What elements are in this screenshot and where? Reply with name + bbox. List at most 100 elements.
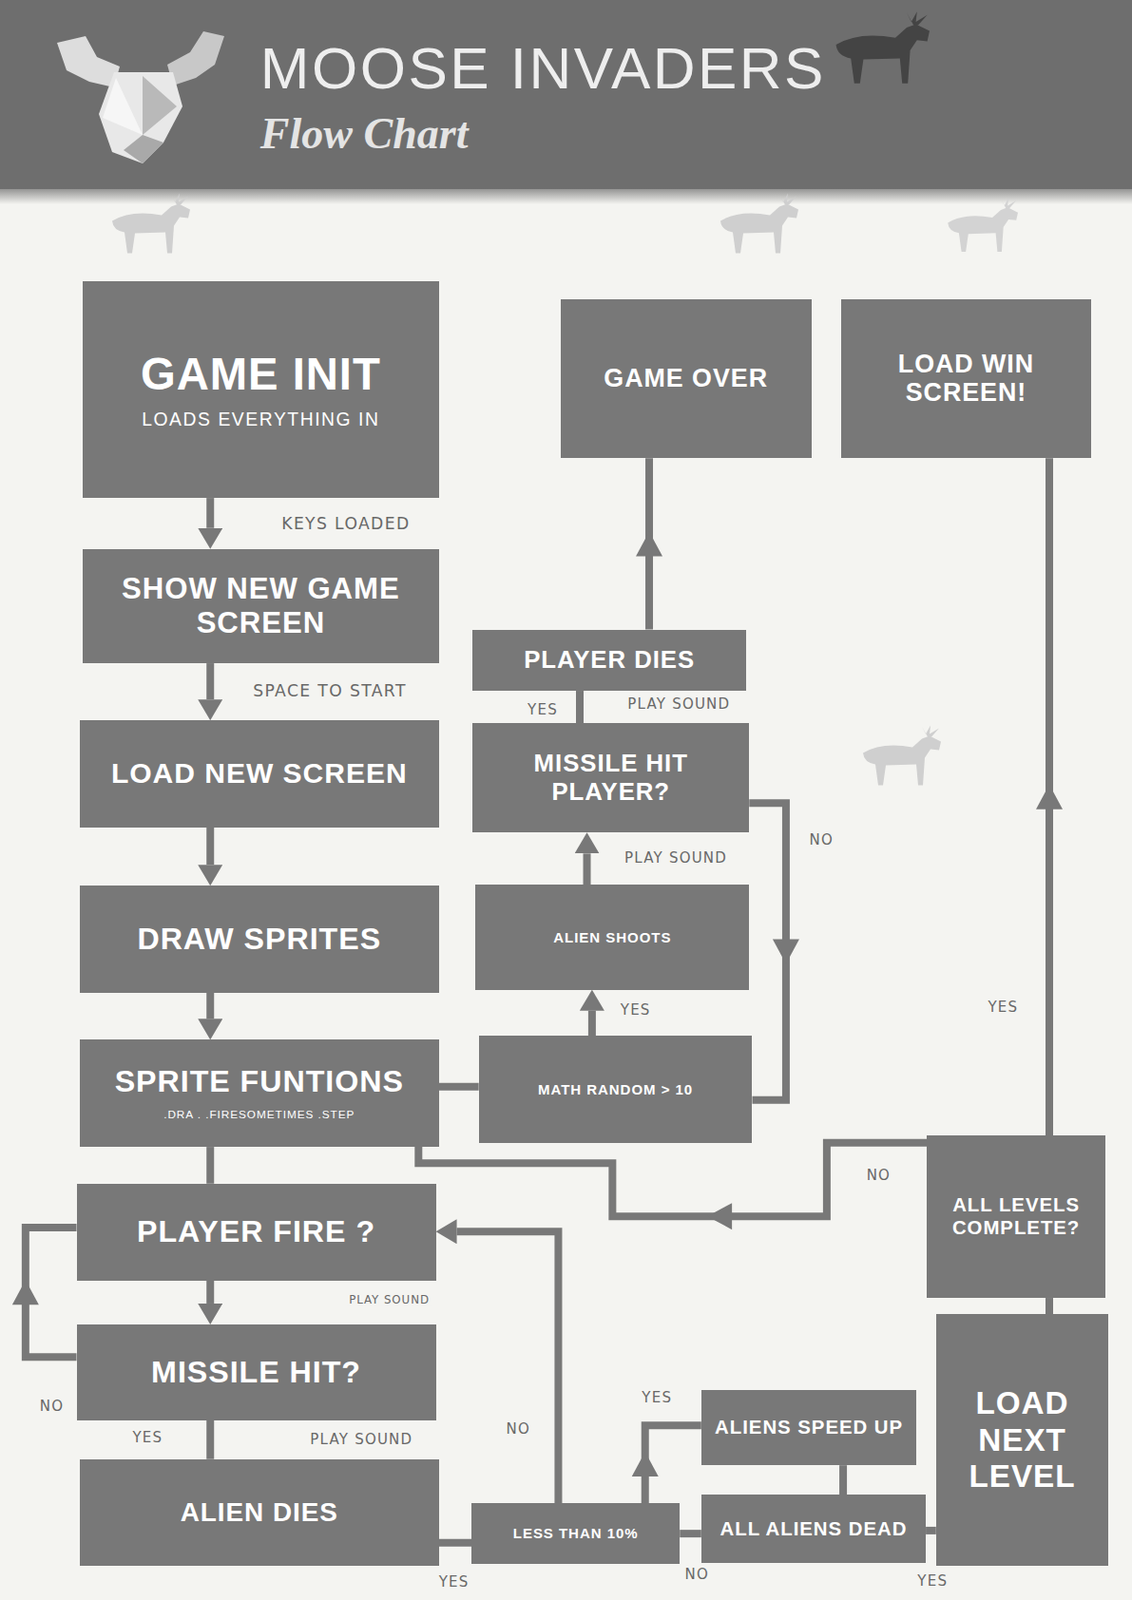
edge-label: YES [437, 1573, 472, 1592]
edge-label: NO [504, 1420, 533, 1439]
edge-label: YES [525, 701, 560, 719]
process-box: SHOW NEW GAME SCREEN [82, 549, 440, 664]
node-title: PLAYER DIES [523, 646, 695, 675]
moose-logo [57, 31, 225, 164]
header-band [0, 0, 1132, 190]
flow-connector [679, 1530, 702, 1538]
logo-antler [167, 31, 225, 86]
connector-group [210, 1420, 212, 1460]
node-title: LESS THAN 10% [513, 1525, 639, 1542]
connector-group [210, 1281, 212, 1305]
edge-label: YES [618, 1001, 653, 1019]
end-box: LOAD WIN SCREEN! [841, 299, 1092, 460]
edge-label: YES [915, 1573, 950, 1591]
node-title: GAME INIT [140, 348, 382, 401]
connector-group [925, 1530, 937, 1532]
connector-group [210, 1147, 212, 1185]
process-box: ALIEN DIES [79, 1459, 440, 1568]
flow-connector [418, 1143, 927, 1217]
connector-group [591, 1011, 593, 1037]
decision-box: ALL ALIENS DEAD [701, 1495, 926, 1564]
flow-connector [206, 993, 214, 1019]
decision-box: MATH RANDOM > 10 [479, 1036, 753, 1144]
decision-box: MISSILE HIT PLAYER? [472, 723, 749, 833]
moose-silhouette [720, 193, 799, 254]
decision-box: LESS THAN 10% [471, 1503, 680, 1565]
flow-connector [457, 1231, 559, 1504]
edge-label: PLAY SOUND [622, 849, 730, 867]
node-title: MISSILE HIT? [151, 1355, 362, 1391]
node-title: ALL LEVELS COMPLETE? [936, 1194, 1096, 1240]
edge-label: YES [639, 1389, 674, 1407]
node-title: ALIENS SPEED UP [714, 1417, 903, 1439]
flow-connector [206, 1147, 214, 1185]
process-box: ALIEN SHOOTS [475, 884, 749, 991]
connector-group [439, 1542, 472, 1544]
connector-group [210, 827, 212, 865]
connector-group [418, 1143, 927, 1230]
flow-connector [25, 1227, 77, 1358]
moose-silhouette [947, 197, 1018, 252]
connector-group [210, 663, 212, 700]
flow-connector [206, 498, 214, 529]
process-box: ALIENS SPEED UP [701, 1390, 918, 1466]
connector-group [210, 498, 212, 529]
arrowhead [12, 1280, 39, 1305]
decision-box: MISSILE HIT? [76, 1324, 437, 1421]
arrowhead [635, 531, 663, 557]
arrowhead [1036, 785, 1063, 810]
logo-antler [57, 36, 120, 88]
connector-group [679, 1534, 702, 1535]
edge-label: NO [682, 1566, 710, 1584]
connector-group [586, 853, 588, 885]
flow-connector [1045, 1298, 1054, 1315]
connector-group [748, 803, 800, 1101]
logo-head [98, 72, 183, 164]
node-title: SPRITE FUNTIONS [115, 1064, 404, 1100]
arrowhead [772, 939, 800, 964]
flow-connector [439, 1083, 480, 1092]
edge-label: NO [806, 831, 835, 849]
connector-group [12, 1227, 77, 1358]
flow-connector [645, 1425, 702, 1504]
node-title: ALIEN SHOOTS [553, 929, 672, 946]
connector-group [439, 1086, 480, 1088]
logo-facet [102, 77, 143, 135]
edge-label: NO [864, 1167, 893, 1185]
decision-box: PLAYER FIRE ? [76, 1184, 437, 1282]
moose-silhouette [836, 11, 930, 84]
node-title: MISSILE HIT PLAYER? [481, 749, 740, 806]
page-title: MOOSE INVADERS [260, 38, 826, 98]
node-title: PLAYER FIRE ? [136, 1214, 376, 1250]
end-box: GAME OVER [560, 299, 812, 460]
process-box: LOAD NEW SCREEN [79, 720, 440, 828]
edge-label: PLAY SOUND [346, 1293, 432, 1307]
page-subtitle: Flow Chart [260, 112, 469, 156]
arrowhead [632, 1452, 659, 1478]
node-title: ALIEN DIES [180, 1497, 339, 1529]
flow-connector [206, 1420, 214, 1460]
decision-box: ALL LEVELS COMPLETE? [926, 1135, 1106, 1299]
node-title: ALL ALIENS DEAD [720, 1518, 908, 1541]
node-title: SHOW NEW GAME SCREEN [92, 572, 430, 641]
connector-group [632, 1425, 702, 1504]
flow-connector [206, 663, 214, 700]
moose-silhouette [112, 193, 191, 254]
connector-group [1036, 458, 1063, 1136]
edge-label: NO [38, 1398, 66, 1416]
moose-silhouette [863, 726, 941, 787]
flow-connector [206, 1281, 214, 1305]
edge-label: YES [985, 998, 1020, 1017]
header-shadow [0, 189, 1132, 205]
process-box: PLAYER DIES [472, 630, 747, 691]
logo-facet [142, 76, 177, 135]
arrowhead [707, 1203, 732, 1230]
connector-group [210, 993, 212, 1019]
node-title: GAME OVER [603, 364, 768, 394]
node-title: LOAD NEXT LEVEL [945, 1385, 1099, 1496]
flow-connector [439, 1539, 472, 1548]
start-box: GAME INITLOADS EVERYTHING IN [82, 281, 440, 499]
process-box: SPRITE FUNTIONS.DRA . .FIRESOMETIMES .ST… [79, 1039, 440, 1148]
logo-facet [123, 134, 164, 164]
node-title: LOAD NEW SCREEN [111, 757, 408, 791]
